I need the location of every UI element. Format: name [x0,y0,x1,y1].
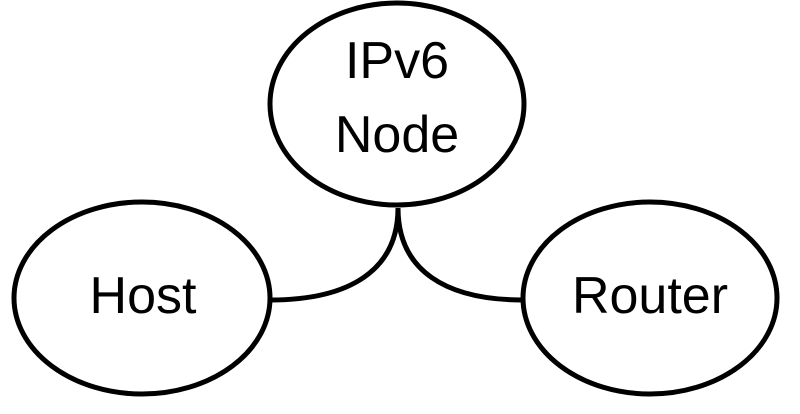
node-host-ellipse [11,199,273,397]
node-host: Host [11,199,273,397]
node-ipv6-ellipse [267,0,527,208]
node-router-label: Router [572,267,728,325]
edge-ipv6-node-to-router [395,207,524,303]
edge-ipv6-node-to-host [269,207,401,303]
node-ipv6-label-line1: IPv6 [345,32,449,90]
node-host-label: Host [90,267,197,325]
node-ipv6-label-line2: Node [335,106,459,164]
node-router: Router [520,199,780,397]
node-router-ellipse [520,199,780,397]
node-ipv6: IPv6 Node [267,0,527,208]
